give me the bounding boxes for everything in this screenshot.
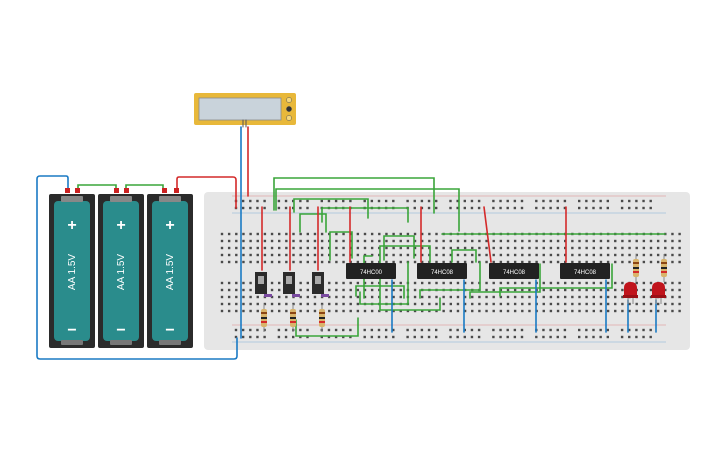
wire-bottom-route-1[interactable] xyxy=(295,317,359,337)
resistor-3[interactable] xyxy=(319,304,325,332)
ic-chip-3[interactable]: 74HC08 xyxy=(489,263,539,279)
lcd-screen xyxy=(198,97,282,121)
wire-bottom-route-5[interactable] xyxy=(469,263,541,299)
slide-switch-1[interactable] xyxy=(255,272,272,297)
battery-cell xyxy=(103,201,139,341)
resistor-5[interactable] xyxy=(661,254,667,282)
battery-cap xyxy=(61,196,83,202)
battery-minus-sign: − xyxy=(67,322,76,339)
battery-cap xyxy=(159,196,181,202)
battery-3[interactable]: + − AA 1.5V xyxy=(147,194,193,348)
battery-terminal xyxy=(75,188,80,193)
battery-minus-sign: − xyxy=(165,322,174,339)
ic-chip-2[interactable]: 74HC08 xyxy=(417,263,467,279)
wire-top-route-9[interactable] xyxy=(451,249,477,263)
switches xyxy=(255,272,329,297)
battery-terminal xyxy=(65,188,70,193)
ic-chip-label: 74HC08 xyxy=(574,270,597,276)
wire-battery-link-1[interactable] xyxy=(77,184,117,191)
ic-chip-label: 74HC08 xyxy=(431,270,454,276)
battery-base xyxy=(110,340,132,345)
leds xyxy=(623,282,666,304)
battery-base xyxy=(61,340,83,345)
battery-plus-sign: + xyxy=(67,217,76,234)
battery-2[interactable]: + − AA 1.5V xyxy=(98,194,144,348)
wire-red-6[interactable] xyxy=(483,206,492,263)
battery-1[interactable]: + − AA 1.5V xyxy=(49,194,95,348)
lcd-pin-2 xyxy=(286,106,292,112)
ic-chip-label: 74HC00 xyxy=(360,270,383,276)
ic-chips: 74HC00 74HC08 74HC08 74HC08 xyxy=(346,263,610,279)
ic-chip-label: 74HC08 xyxy=(503,270,526,276)
battery-terminal xyxy=(162,188,167,193)
wire-top-route-5[interactable] xyxy=(299,213,327,233)
resistor-2[interactable] xyxy=(290,304,296,332)
battery-plus-sign: + xyxy=(165,217,174,234)
lcd-pin-3 xyxy=(286,115,292,121)
slide-switch-2[interactable] xyxy=(283,272,300,297)
battery-cap xyxy=(110,196,132,202)
lcd-pin-1 xyxy=(286,97,292,103)
wire-top-route-6[interactable] xyxy=(329,231,353,261)
wire-bottom-route-3[interactable] xyxy=(359,261,409,305)
resistors xyxy=(261,254,667,332)
slide-switch-3[interactable] xyxy=(312,272,329,297)
battery-cell xyxy=(152,201,188,341)
wire-top-route-2[interactable] xyxy=(275,188,460,232)
battery-terminal xyxy=(114,188,119,193)
battery-label: AA 1.5V xyxy=(67,254,78,290)
wires xyxy=(36,119,666,360)
wire-bottom-route-2[interactable] xyxy=(355,285,405,299)
battery-label: AA 1.5V xyxy=(116,254,127,290)
led-2[interactable] xyxy=(651,282,666,304)
wire-bottom-route-6[interactable] xyxy=(499,263,613,297)
wire-top-route-10[interactable] xyxy=(363,255,373,299)
power-rail-lines xyxy=(232,195,666,343)
battery-plus-sign: + xyxy=(116,217,125,234)
wire-bottom-route-4[interactable] xyxy=(419,261,481,299)
battery-minus-sign: − xyxy=(116,322,125,339)
ic-chip-4[interactable]: 74HC08 xyxy=(560,263,610,279)
battery-label: AA 1.5V xyxy=(165,254,176,290)
led-1[interactable] xyxy=(623,282,638,304)
wire-bottom-route-7[interactable] xyxy=(379,297,441,311)
wire-top-route-7[interactable] xyxy=(383,235,415,261)
battery-cell xyxy=(54,201,90,341)
wire-battery-ground[interactable] xyxy=(36,175,238,360)
ic-chip-1[interactable]: 74HC00 xyxy=(346,263,396,279)
battery-terminal xyxy=(124,188,129,193)
battery-base xyxy=(159,340,181,345)
wire-top-route-4[interactable] xyxy=(321,207,409,223)
battery-terminal xyxy=(174,188,179,193)
wire-top-route-1[interactable] xyxy=(273,177,435,214)
wire-battery-positive[interactable] xyxy=(176,176,237,209)
lcd-display[interactable] xyxy=(194,93,296,125)
battery-pack[interactable]: + − AA 1.5V + − AA 1.5V + − AA 1.5V xyxy=(49,188,193,348)
resistor-4[interactable] xyxy=(633,254,639,282)
resistor-1[interactable] xyxy=(261,304,267,332)
wire-battery-link-2[interactable] xyxy=(125,184,164,191)
